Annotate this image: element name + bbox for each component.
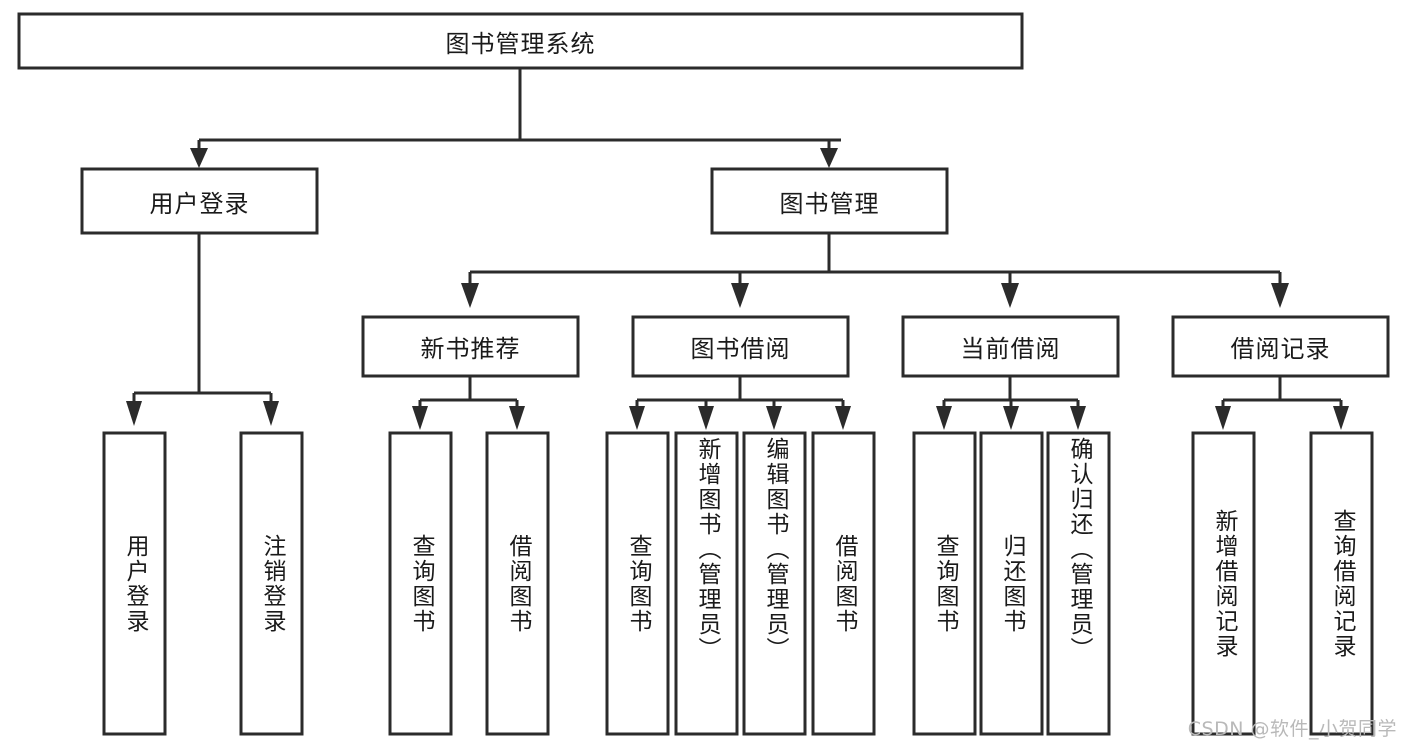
node-box-book-management[interactable]: [710, 167, 949, 235]
node-box-borrow-record[interactable]: [1171, 315, 1390, 378]
leaf-box-book-borrow-3[interactable]: [811, 431, 876, 736]
node-box-root[interactable]: [17, 12, 1024, 70]
leaf-box-new-book-1[interactable]: [485, 431, 550, 736]
leaf-box-book-borrow-2[interactable]: [742, 431, 807, 736]
leaf-box-new-book-0[interactable]: [388, 431, 453, 736]
leaf-box-user-login-0[interactable]: [102, 431, 167, 736]
leaf-box-current-borrow-1[interactable]: [979, 431, 1044, 736]
leaf-box-current-borrow-0[interactable]: [912, 431, 977, 736]
connector-userlogin-to-leaves: [126, 233, 279, 426]
node-box-current-borrow[interactable]: [901, 315, 1120, 378]
node-box-book-borrow[interactable]: [631, 315, 850, 378]
connector-borrowrecord-to-leaves: [1215, 376, 1349, 430]
node-box-user-login[interactable]: [80, 167, 319, 235]
connector-newbook-to-leaves: [412, 376, 525, 430]
leaf-box-user-login-1[interactable]: [239, 431, 304, 736]
leaf-box-borrow-record-0[interactable]: [1191, 431, 1256, 736]
connector-currentborrow-to-leaves: [936, 376, 1086, 430]
node-box-new-book-recommend[interactable]: [361, 315, 580, 378]
leaf-box-book-borrow-1[interactable]: [674, 431, 739, 736]
leaf-box-book-borrow-0[interactable]: [605, 431, 670, 736]
leaf-box-current-borrow-2[interactable]: [1046, 431, 1111, 736]
connector-bookmgmt-to-level3: [461, 233, 1289, 308]
leaf-box-borrow-record-1[interactable]: [1309, 431, 1374, 736]
connector-root-to-level2: [190, 68, 841, 168]
connector-bookborrow-to-leaves: [629, 376, 851, 430]
